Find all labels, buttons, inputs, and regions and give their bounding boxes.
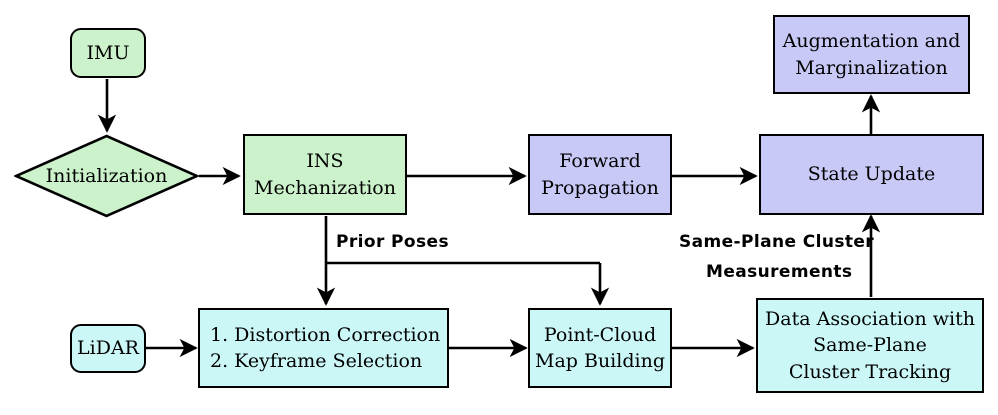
node-forward-line-1: Forward	[559, 150, 641, 173]
node-ins-line-2: Mechanization	[254, 176, 396, 199]
node-map-building[interactable]: Point-Cloud Map Building	[528, 308, 672, 388]
node-preprocess-line-2: 2. Keyframe Selection	[210, 350, 423, 372]
node-data-association-line-3: Cluster Tracking	[788, 360, 952, 383]
edge-label-measurements: Measurements	[706, 262, 853, 282]
diamond-shape	[14, 134, 199, 218]
node-lidar[interactable]: LiDAR	[70, 324, 146, 373]
node-data-association-line-1: Data Association with	[765, 308, 975, 331]
node-data-association-line-2: Same-Plane	[813, 334, 927, 357]
node-state-update-label: State Update	[807, 163, 936, 186]
node-imu-label: IMU	[86, 41, 130, 64]
node-map-building-line-2: Map Building	[535, 350, 665, 372]
node-preprocess-line-1: 1. Distortion Correction	[210, 323, 441, 346]
edge-label-same-plane-cluster: Same-Plane Cluster	[679, 232, 875, 252]
node-state-update[interactable]: State Update	[759, 134, 984, 215]
node-data-association[interactable]: Data Association with Same-Plane Cluster…	[756, 298, 984, 393]
node-imu[interactable]: IMU	[70, 28, 146, 78]
edge-label-prior-poses: Prior Poses	[336, 232, 449, 252]
node-initialization-label: Initialization	[45, 165, 168, 187]
node-augmentation-marginalization[interactable]: Augmentation and Marginalization	[773, 15, 970, 94]
node-initialization[interactable]: Initialization	[14, 134, 199, 218]
node-augmentation-line-2: Marginalization	[795, 56, 948, 79]
node-ins-mechanization[interactable]: INS Mechanization	[243, 134, 407, 215]
node-preprocess[interactable]: 1. Distortion Correction 2. Keyframe Sel…	[198, 308, 449, 388]
node-forward-propagation[interactable]: Forward Propagation	[528, 134, 672, 215]
node-augmentation-line-1: Augmentation and	[782, 30, 961, 53]
node-ins-line-1: INS	[306, 150, 344, 173]
node-map-building-line-1: Point-Cloud	[543, 323, 657, 346]
node-forward-line-2: Propagation	[541, 176, 659, 199]
node-lidar-label: LiDAR	[77, 337, 139, 360]
